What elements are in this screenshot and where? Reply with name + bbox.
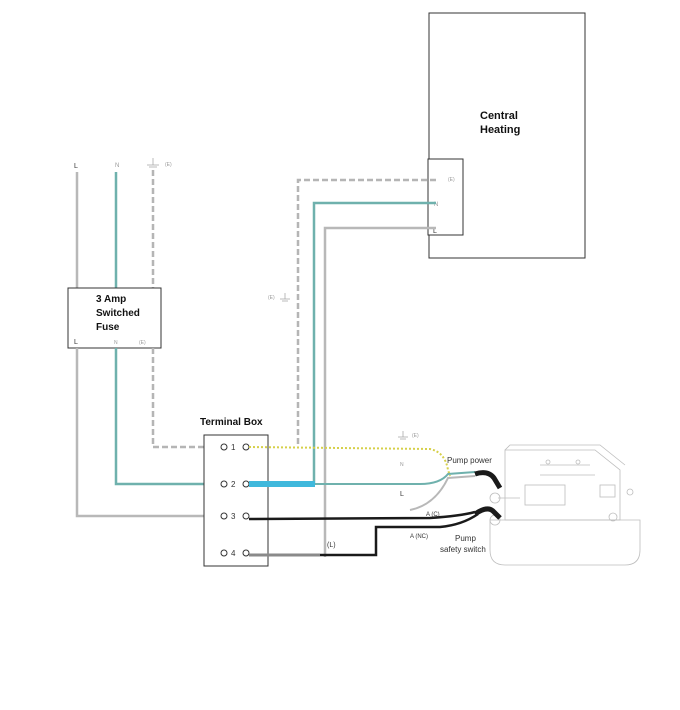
fuse-box [67,287,162,349]
terminal-box [203,434,269,567]
fuse-terminal-n: N [114,340,118,346]
fuse-neutral-to-terminal-2 [114,348,222,486]
terminal-1-label: 1 [231,443,236,452]
supply-n-label: N [115,163,119,169]
central-heating-box [428,12,586,259]
mid-earth-icon [280,293,290,302]
pump-safety-line2: safety switch [440,545,486,554]
pump-safety-line1: Pump [455,534,476,543]
switch-common-wire [248,510,476,521]
switch-nc-wire [249,512,479,557]
live-bracket-label: (L) [327,542,336,549]
ch-terminal-earth-label: (E) [448,177,455,183]
terminal-4-right-screw [242,549,250,557]
terminal-3-label: 3 [231,512,236,521]
pump-switch-cable [473,506,502,520]
supply-l-label: L [74,163,78,170]
terminal-4-label: 4 [231,549,236,558]
ch-live-wire [323,226,436,557]
pump-earth-icon [398,431,408,440]
central-heating-title-line2: Heating [480,124,520,136]
fuse-live-to-terminal-3 [75,348,222,518]
pump-neutral-wire [315,471,476,485]
pump-l-label: L [400,491,404,498]
pump-unit [489,444,641,566]
terminal-3-right-screw [242,512,250,520]
fuse-line1: 3 Amp [96,294,126,305]
supply-earth-icon [147,158,159,168]
ch-earth-wire [296,178,436,447]
mid-earth-label: (E) [268,295,275,301]
pump-power-label: Pump power [447,456,492,465]
pump-earth-wire [248,446,451,477]
supply-earth-label: (E) [165,162,172,168]
pump-power-cable [474,470,503,490]
terminal-2-bold-link [249,481,315,487]
terminal-1-right-screw [242,443,250,451]
terminal-2-left-screw [220,480,228,488]
fuse-earth-to-terminal-1 [151,348,222,449]
terminal-2-label: 2 [231,480,236,489]
ch-neutral-wire [312,201,436,484]
pump-n-label: N [400,462,404,468]
fuse-terminal-earth: (E) [139,340,146,346]
pump-live-wire [409,475,476,511]
terminal-1-left-screw [220,443,228,451]
ch-terminal-l-label: L [433,228,437,235]
terminal-3-left-screw [220,512,228,520]
fuse-line2: Switched [96,308,140,319]
terminal-4-left-screw [220,549,228,557]
pump-earth-label: (E) [412,433,419,439]
terminal-box-title: Terminal Box [200,417,263,428]
fuse-line3: Fuse [96,322,120,333]
central-heating-title-line1: Central [480,110,518,122]
central-heating-terminal-block [427,158,464,236]
pump-nc-label: A (NC) [410,534,428,540]
pump-c-label: A (C) [426,512,440,518]
ch-terminal-n-label: N [434,202,438,208]
fuse-terminal-l: L [74,339,78,346]
terminal-2-right-screw [242,480,250,488]
